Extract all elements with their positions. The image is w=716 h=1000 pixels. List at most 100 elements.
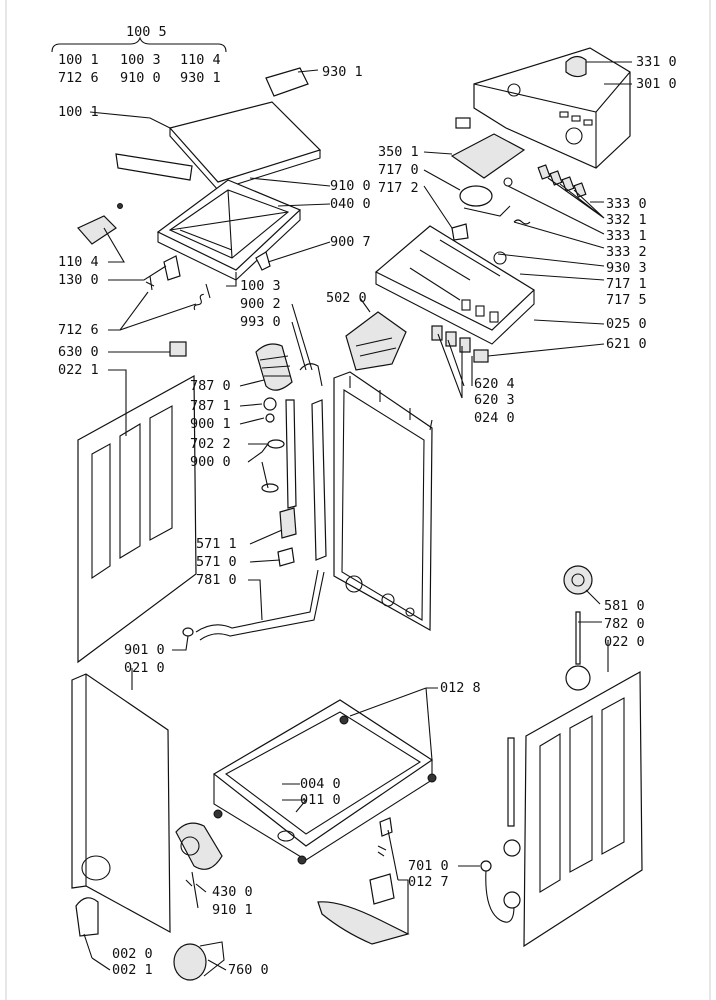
- callout-900-7: 900 7: [330, 234, 371, 250]
- pressure-switch-part: [279, 507, 297, 539]
- right-side-panel-part: [523, 670, 643, 948]
- callout-025-0: 025 0: [606, 316, 647, 332]
- label-clip-part: [265, 67, 309, 97]
- coil-spring-part: [513, 219, 531, 225]
- hub-ring-part: [565, 665, 591, 691]
- clamp-a-part: [267, 439, 285, 449]
- base-frame-part: [212, 699, 437, 865]
- control-panel-part: [473, 47, 631, 169]
- callout-717-0: 717 0: [378, 162, 419, 178]
- callout-333-2: 333 2: [606, 244, 647, 260]
- callout-012-7: 012 7: [408, 874, 449, 890]
- pump-part: [175, 822, 223, 870]
- callout-430-0: 430 0: [212, 884, 253, 900]
- filter-part: [173, 941, 225, 981]
- callout-labels: 930 1 100 1 331 0 301 0 350 1 717 0 717 …: [58, 54, 677, 978]
- callout-621-0: 621 0: [606, 336, 647, 352]
- inlet-hose-part: [480, 860, 515, 923]
- rod-part: [575, 611, 581, 665]
- callout-333-1: 333 1: [606, 228, 647, 244]
- clip-part: [255, 251, 271, 271]
- foot-tray-part: [317, 873, 410, 945]
- top-frame-part: [156, 179, 302, 281]
- support-cap-lower-part: [503, 891, 521, 909]
- handle-part: [77, 215, 117, 245]
- drain-pipe-part: [311, 399, 327, 561]
- group-header-code: 100 5: [126, 24, 167, 40]
- callout-717-5: 717 5: [606, 292, 647, 308]
- callout-040-0: 040 0: [330, 196, 371, 212]
- callout-024-0: 024 0: [474, 410, 515, 426]
- callout-787-0: 787 0: [190, 378, 231, 394]
- group-header: 100 5 100 1 100 3 110 4 712 6 910 0 930 …: [51, 24, 227, 86]
- callout-781-0: 781 0: [196, 572, 237, 588]
- callout-021-0: 021 0: [124, 660, 165, 676]
- callout-630-0: 630 0: [58, 344, 99, 360]
- callout-332-1: 332 1: [606, 212, 647, 228]
- callout-760-0: 760 0: [228, 962, 269, 978]
- group-brace: [51, 36, 227, 53]
- callout-331-0: 331 0: [636, 54, 677, 70]
- knob-part: [565, 55, 587, 78]
- callout-702-2: 702 2: [190, 436, 231, 452]
- callout-701-0: 701 0: [408, 858, 449, 874]
- top-lid-part: [168, 101, 322, 191]
- pin-part: [145, 275, 155, 291]
- callout-930-3: 930 3: [606, 260, 647, 276]
- callout-022-1: 022 1: [58, 362, 99, 378]
- callout-301-0: 301 0: [636, 76, 677, 92]
- spring-part: [193, 293, 204, 311]
- lid-front-strip-part: [115, 153, 193, 181]
- callout-581-0: 581 0: [604, 598, 645, 614]
- callout-900-0: 900 0: [190, 454, 231, 470]
- group-row2-b: 910 0: [120, 70, 161, 86]
- callout-901-0: 901 0: [124, 642, 165, 658]
- group-row1-a: 100 1: [58, 52, 99, 68]
- callout-110-4: 110 4: [58, 254, 99, 270]
- callout-350-1: 350 1: [378, 144, 419, 160]
- cover-plate-part: [169, 341, 187, 357]
- left-side-panel-part: [77, 374, 197, 664]
- callout-717-1: 717 1: [606, 276, 647, 292]
- plug-part: [182, 627, 194, 637]
- screw-part: [117, 203, 123, 209]
- callout-012-8: 012 8: [440, 680, 481, 696]
- callout-004-0: 004 0: [300, 776, 341, 792]
- callout-910-1: 910 1: [212, 902, 253, 918]
- bellows-part: [255, 343, 293, 423]
- callout-620-4: 620 4: [474, 376, 515, 392]
- electronic-module-part: [345, 311, 407, 371]
- callout-910-0: 910 0: [330, 178, 371, 194]
- switch-bracket-part: [277, 547, 295, 567]
- leader-lines: [83, 61, 632, 971]
- spring-rod-part: [205, 283, 211, 299]
- callout-002-1: 002 1: [112, 962, 153, 978]
- callout-002-0: 002 0: [112, 946, 153, 962]
- callout-571-0: 571 0: [196, 554, 237, 570]
- support-cap-part: [503, 839, 521, 857]
- selector-lever-part: [463, 205, 511, 217]
- callout-787-1: 787 1: [190, 398, 231, 414]
- group-row2-c: 930 1: [180, 70, 221, 86]
- pump-screw-part: [185, 879, 193, 887]
- buttons-part: [503, 164, 587, 198]
- bracket-part: [451, 223, 469, 241]
- panel-base-part: [374, 225, 535, 345]
- callout-130-0: 130 0: [58, 272, 99, 288]
- gasket-part: [377, 845, 387, 857]
- drain-hose-part: [195, 569, 325, 641]
- callout-717-2: 717 2: [378, 180, 419, 196]
- callout-100-1: 100 1: [58, 104, 99, 120]
- pulley-part: [563, 565, 593, 595]
- callout-502-0: 502 0: [326, 290, 367, 306]
- front-panel-part: [71, 673, 171, 934]
- group-row2-a: 712 6: [58, 70, 99, 86]
- pcb-part: [450, 117, 526, 179]
- callout-100-3: 100 3: [240, 278, 281, 294]
- clamp-b-part: [261, 483, 279, 493]
- callout-022-0: 022 0: [604, 634, 645, 650]
- callout-333-0: 333 0: [606, 196, 647, 212]
- fill-pipe-part: [285, 399, 297, 509]
- callout-900-2: 900 2: [240, 296, 281, 312]
